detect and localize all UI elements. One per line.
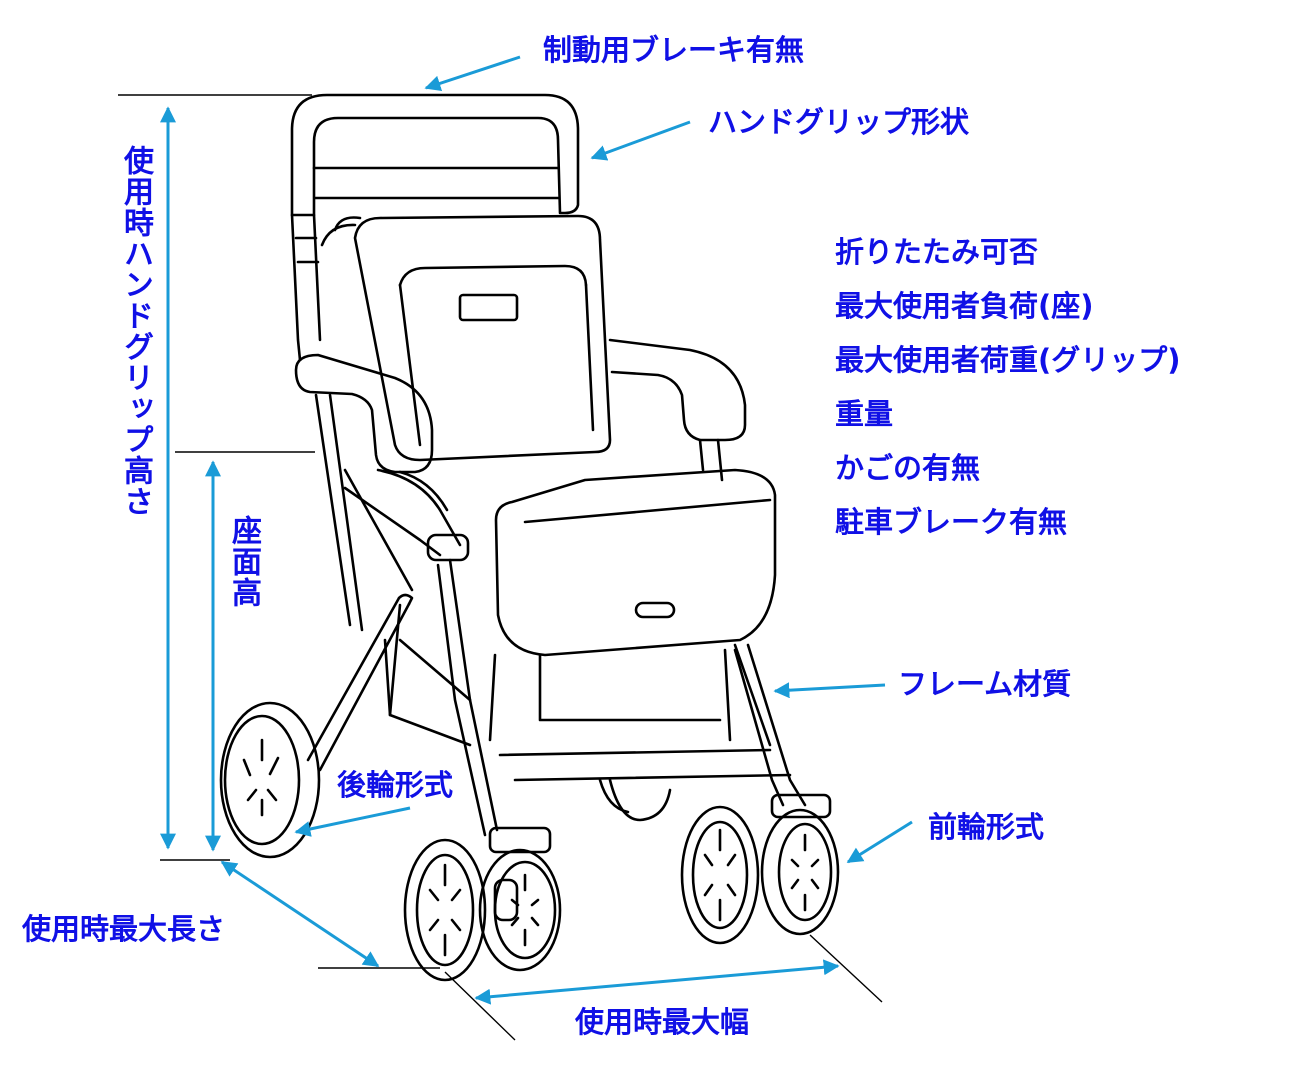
brake-label: 制動用ブレーキ有無 bbox=[543, 33, 805, 67]
front-left-wheel bbox=[403, 838, 487, 982]
seat-back bbox=[353, 214, 612, 462]
rear-wheel-label: 後輪形式 bbox=[337, 768, 454, 802]
leader-arrows bbox=[160, 55, 913, 1005]
right-armrest bbox=[608, 338, 747, 442]
spec-item-seat-load: 最大使用者負荷(座) bbox=[835, 289, 1094, 323]
grip-height-label: 使用時ハンドグリップ高さ bbox=[118, 145, 153, 517]
walker-illustration bbox=[219, 93, 840, 982]
dimension-lines bbox=[118, 94, 883, 1041]
spec-item-folding: 折りたたみ可否 bbox=[835, 235, 1039, 269]
spec-item-grip-load: 最大使用者荷重(グリップ) bbox=[835, 343, 1181, 377]
left-armrest bbox=[294, 353, 434, 474]
spec-item-parking-brake: 駐車ブレーク有無 bbox=[835, 505, 1068, 539]
max-width-label: 使用時最大幅 bbox=[575, 1005, 750, 1039]
frame-material-label: フレーム材質 bbox=[898, 667, 1072, 701]
spec-list: 折りたたみ可否 最大使用者負荷(座) 最大使用者荷重(グリップ) 重量 かごの有… bbox=[835, 232, 1181, 556]
rear-wheel bbox=[219, 701, 321, 859]
handle-frame bbox=[290, 93, 580, 217]
max-length-label: 使用時最大長さ bbox=[22, 912, 226, 946]
front-right-wheel bbox=[680, 805, 760, 945]
front-wheel-label: 前輪形式 bbox=[928, 810, 1045, 844]
spec-item-weight: 重量 bbox=[835, 397, 894, 431]
spec-item-basket: かごの有無 bbox=[835, 451, 981, 485]
grip-shape-label: ハンドグリップ形状 bbox=[708, 105, 970, 139]
seat-height-label: 座面高 bbox=[226, 515, 261, 608]
seat-box bbox=[494, 468, 777, 657]
